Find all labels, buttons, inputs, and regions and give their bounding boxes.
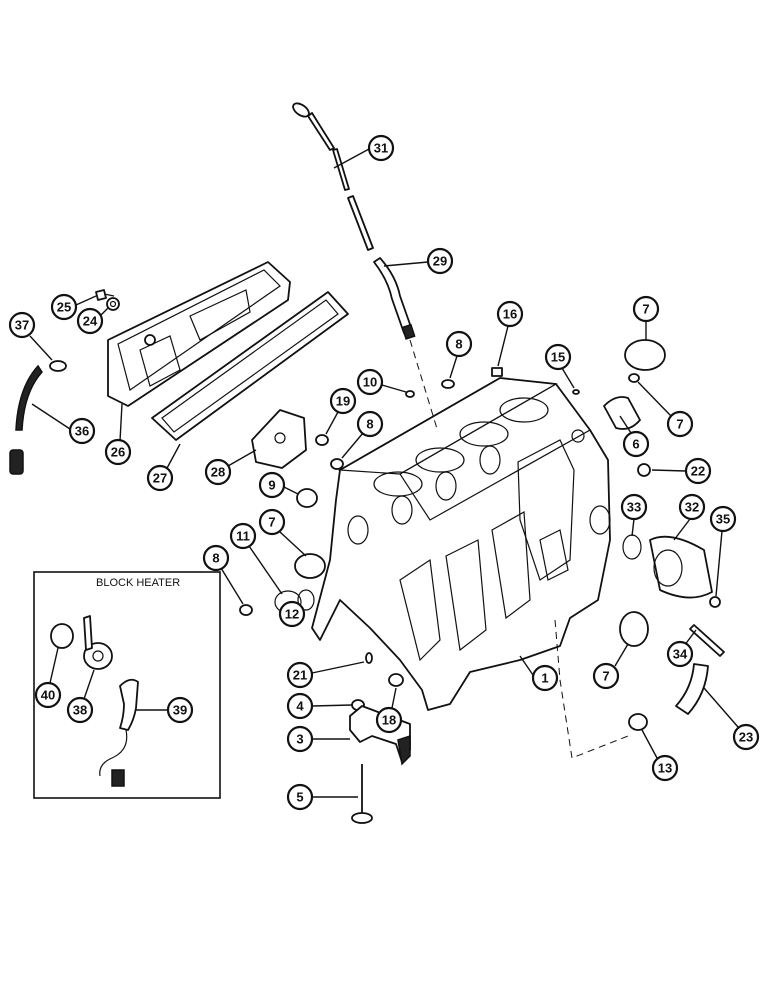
svg-text:25: 25	[57, 300, 71, 315]
svg-text:8: 8	[366, 417, 373, 432]
callout-marker: 9	[258, 471, 286, 499]
oil-cooler-plate	[251, 409, 307, 469]
block-heater-parts	[50, 615, 139, 787]
callout-marker: 1	[531, 664, 559, 692]
water-hose	[675, 663, 709, 715]
callout-marker: 8	[445, 330, 473, 358]
callout-marker: 25	[50, 293, 78, 321]
svg-text:39: 39	[173, 703, 187, 718]
callout-marker: 28	[204, 458, 232, 486]
svg-text:4: 4	[296, 699, 304, 714]
callout-marker: 22	[684, 457, 712, 485]
callout-marker: 3	[286, 725, 314, 753]
callout-marker: 19	[329, 387, 357, 415]
svg-text:31: 31	[374, 141, 388, 156]
callout-marker: 12	[278, 600, 306, 628]
svg-text:21: 21	[293, 668, 307, 683]
svg-text:33: 33	[627, 500, 641, 515]
cup-plugs	[274, 339, 666, 647]
svg-text:12: 12	[285, 607, 299, 622]
breather-hose	[9, 360, 67, 475]
svg-text:19: 19	[336, 394, 350, 409]
cylinder-block	[311, 377, 611, 711]
callout-marker: 40	[34, 681, 62, 709]
callout-marker: 16	[496, 300, 524, 328]
svg-text:23: 23	[739, 730, 753, 745]
svg-text:22: 22	[691, 464, 705, 479]
svg-text:15: 15	[551, 350, 565, 365]
callout-marker: 36	[68, 417, 96, 445]
callout-marker: 35	[709, 505, 737, 533]
callout-marker: 23	[732, 723, 760, 751]
svg-text:8: 8	[455, 337, 462, 352]
callout-marker: 33	[620, 493, 648, 521]
svg-text:9: 9	[268, 478, 275, 493]
callout-marker: 21	[286, 661, 314, 689]
callout-marker: 6	[622, 430, 650, 458]
cover-bolt-and-nut	[95, 289, 120, 311]
callout-marker: 15	[544, 343, 572, 371]
svg-text:34: 34	[673, 647, 688, 662]
svg-text:28: 28	[211, 465, 225, 480]
svg-text:11: 11	[236, 529, 250, 544]
svg-text:35: 35	[716, 512, 730, 527]
callout-marker: 18	[375, 706, 403, 734]
callout-marker: 39	[166, 696, 194, 724]
callout-marker: 4	[286, 692, 314, 720]
svg-text:16: 16	[503, 307, 517, 322]
callout-marker: 11	[229, 522, 257, 550]
callout-marker: 7	[666, 410, 694, 438]
svg-text:1: 1	[541, 671, 548, 686]
callout-marker: 38	[66, 696, 94, 724]
callout-marker: 32	[678, 493, 706, 521]
svg-text:7: 7	[642, 302, 649, 317]
inset-title: BLOCK HEATER	[96, 577, 180, 589]
svg-text:8: 8	[212, 551, 219, 566]
dipstick-tube	[373, 257, 416, 340]
water-outlet-housing	[649, 535, 725, 657]
svg-text:7: 7	[268, 515, 275, 530]
callout-marker: 37	[8, 311, 36, 339]
callout-marker: 7	[632, 295, 660, 323]
svg-text:5: 5	[296, 790, 303, 805]
callout-marker: 24	[76, 307, 104, 335]
callout-marker: 13	[651, 754, 679, 782]
svg-text:6: 6	[632, 437, 639, 452]
tappet-cover	[107, 261, 291, 407]
svg-text:36: 36	[75, 424, 89, 439]
callout-marker: 26	[104, 438, 132, 466]
callout-marker: 5	[286, 783, 314, 811]
block-heater-inset: BLOCK HEATER	[33, 571, 221, 799]
dashed-guide-lines	[409, 339, 629, 759]
svg-text:37: 37	[15, 318, 29, 333]
svg-text:38: 38	[73, 703, 87, 718]
svg-text:32: 32	[685, 500, 699, 515]
callout-marker: 34	[666, 640, 694, 668]
callout-marker: 7	[592, 662, 620, 690]
small-plugs	[239, 367, 651, 731]
svg-text:27: 27	[153, 471, 167, 486]
main-bearing-bolt	[351, 764, 373, 824]
svg-text:7: 7	[676, 417, 683, 432]
svg-text:24: 24	[83, 314, 98, 329]
svg-text:29: 29	[433, 254, 447, 269]
callout-marker: 7	[258, 508, 286, 536]
callout-group: 1 3 4 5 6 7 7 7 7 8 8 8 9	[8, 134, 760, 811]
svg-text:10: 10	[363, 375, 377, 390]
callout-marker: 31	[367, 134, 395, 162]
callout-marker: 8	[356, 410, 384, 438]
tappet-cover-gasket	[151, 291, 349, 441]
callout-marker: 10	[356, 368, 384, 396]
svg-text:26: 26	[111, 445, 125, 460]
svg-text:18: 18	[382, 713, 396, 728]
svg-text:3: 3	[296, 732, 303, 747]
svg-text:40: 40	[41, 688, 55, 703]
svg-text:7: 7	[602, 669, 609, 684]
callout-marker: 8	[202, 544, 230, 572]
callout-marker: 29	[426, 247, 454, 275]
callout-marker: 27	[146, 464, 174, 492]
svg-text:13: 13	[658, 761, 672, 776]
dipstick	[292, 102, 374, 251]
